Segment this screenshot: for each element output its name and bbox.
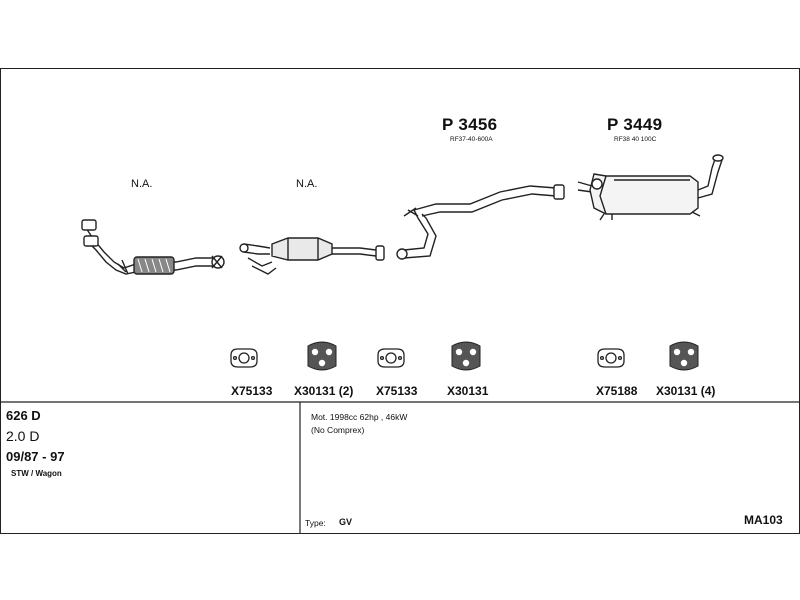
vehicle-engine: 2.0 D <box>6 428 40 444</box>
vehicle-years: 09/87 - 97 <box>6 449 65 464</box>
fitting-label: X75133 <box>231 384 273 398</box>
part-number-rear: P 3449 <box>607 115 663 134</box>
rubber-mount-icon <box>669 341 699 371</box>
gasket-icon <box>597 348 625 368</box>
type-value: GV <box>339 517 353 527</box>
oem-number-middle: RF37-40-600A <box>450 136 493 143</box>
fitting-label: X30131 (4) <box>656 384 716 398</box>
rubber-mount-icon <box>307 341 337 371</box>
intermediate-pipe-drawing <box>396 184 565 260</box>
part-number-middle: P 3456 <box>442 115 498 134</box>
fitting-label: X30131 <box>447 384 489 398</box>
gasket-icon <box>230 348 258 368</box>
na-label-front-silencer: N.A. <box>296 178 318 190</box>
type-label: Type: <box>305 518 326 528</box>
gasket-icon <box>377 348 405 368</box>
vehicle-body: STW / Wagon <box>11 469 62 478</box>
rubber-mount-icon <box>451 341 481 371</box>
rear-silencer-drawing <box>577 154 724 221</box>
oem-number-rear: RF38 40 100C <box>614 136 657 143</box>
fitting-label: X30131 (2) <box>294 384 354 398</box>
fitting-label: X75133 <box>376 384 418 398</box>
front-silencer-drawing <box>239 237 385 275</box>
motor-note: Mot. 1998cc 62hp , 46kW <box>311 412 408 422</box>
vehicle-model: 626 D <box>6 408 41 423</box>
exhaust-system-diagram <box>0 154 800 534</box>
fitting-label: X75188 <box>596 384 638 398</box>
extra-note: (No Comprex) <box>311 425 365 435</box>
system-code: MA103 <box>744 513 783 527</box>
front-pipe-drawing <box>81 219 225 275</box>
na-label-front-pipe: N.A. <box>131 178 153 190</box>
